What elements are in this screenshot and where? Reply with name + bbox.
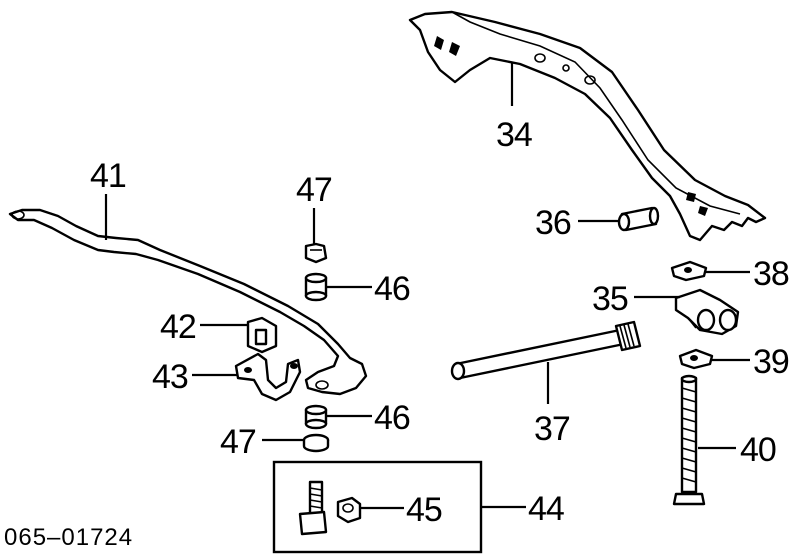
part-42-bushing (246, 316, 278, 354)
part-43-bracket (234, 352, 302, 402)
callout-36: 36 (535, 204, 571, 242)
callout-41: 41 (90, 157, 126, 195)
part-41-stabilizer-bar (8, 208, 368, 396)
callout-43: 43 (152, 358, 188, 396)
callout-46-lower: 46 (374, 399, 410, 437)
callout-34: 34 (496, 116, 532, 154)
callout-38: 38 (753, 255, 789, 293)
callout-37: 37 (534, 410, 570, 448)
catalog-code: 065–01724 (4, 524, 133, 551)
part-46-upper-cushion (304, 272, 328, 302)
callout-44: 44 (528, 490, 564, 528)
part-39-clip (678, 348, 714, 370)
callout-42: 42 (160, 308, 196, 346)
part-44-bolt (298, 480, 328, 536)
callout-47-upper: 47 (296, 171, 332, 209)
part-46-lower-cushion (304, 404, 328, 430)
part-45-nut (336, 496, 362, 524)
part-37-torsion-bar (450, 320, 642, 381)
part-36-pin (617, 206, 660, 232)
callout-39: 39 (753, 343, 789, 381)
callout-35: 35 (592, 280, 628, 318)
callout-46-upper: 46 (374, 270, 410, 308)
callout-45: 45 (406, 491, 442, 529)
part-34-frame-crossmember (408, 10, 767, 242)
callout-40: 40 (740, 431, 776, 469)
part-47-upper-nut (304, 242, 328, 264)
callout-47-lower: 47 (220, 423, 256, 461)
part-40-bolt (672, 374, 706, 506)
part-38-clip (670, 260, 708, 282)
part-35-anchor-arm (674, 288, 740, 336)
part-47-lower-washer (302, 433, 330, 453)
